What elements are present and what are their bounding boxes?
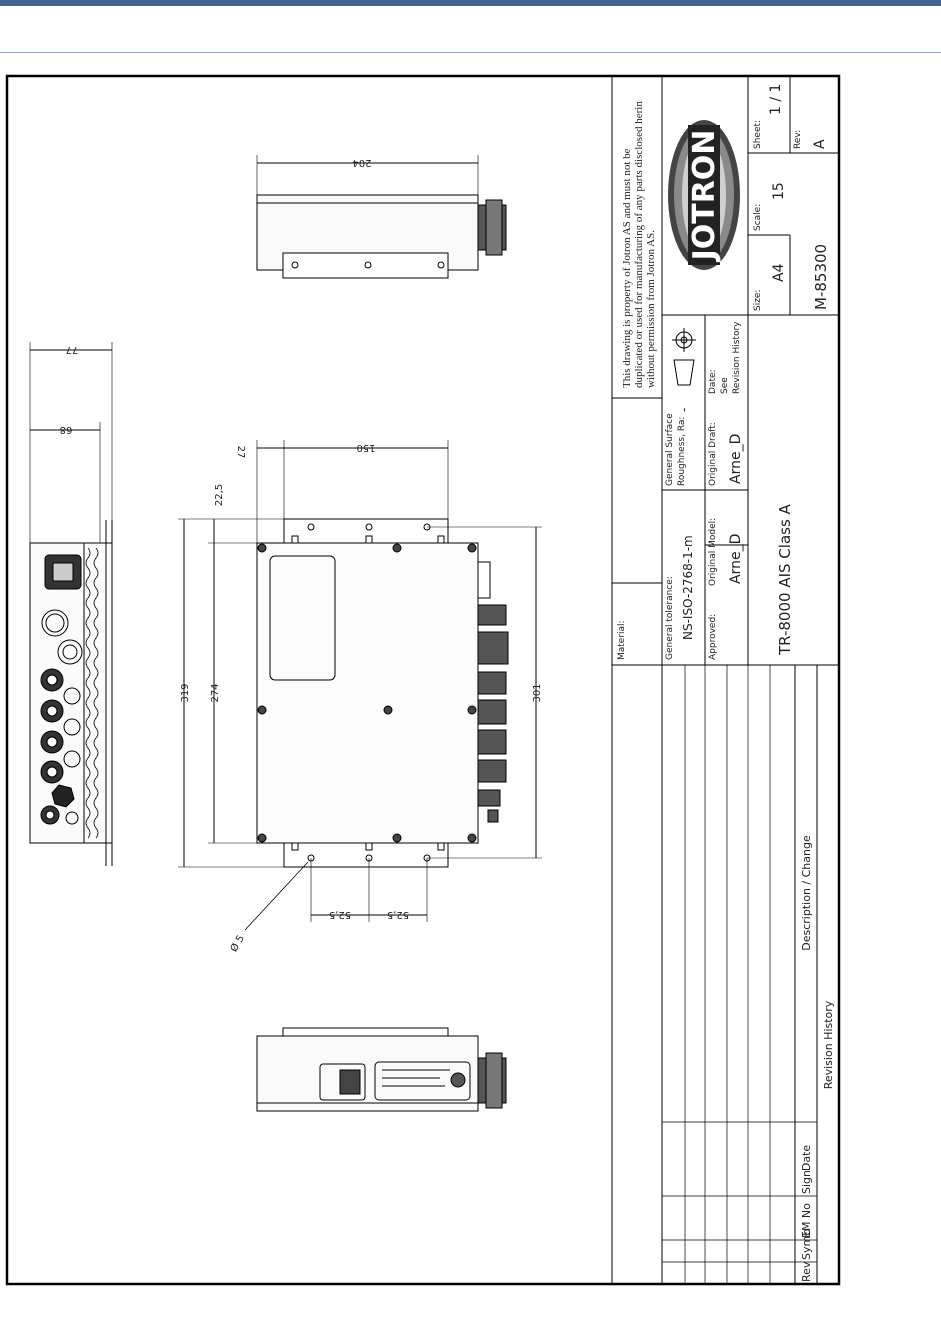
dim-27-label: 27 <box>235 446 246 459</box>
dimension-68: 68 <box>30 422 101 543</box>
col-sign: Sign <box>800 1170 813 1194</box>
scale-label: Scale: <box>753 204 763 231</box>
dimension-27: 27 <box>235 440 285 543</box>
dim-204-label: 204 <box>352 157 371 168</box>
dimension-274: 274 <box>208 542 257 844</box>
size-value: A4 <box>771 263 787 282</box>
surface-label: General Surface <box>665 413 675 486</box>
surface-value: - <box>677 408 691 412</box>
notice-line-3: without permission from Jotron AS. <box>645 230 657 388</box>
hole-diameter-label: Ø 5 <box>228 933 247 954</box>
model-value: Arne_D <box>728 534 744 584</box>
hole-callout: Ø 5 <box>228 861 309 954</box>
dim-319-label: 319 <box>180 683 191 702</box>
dim-77-label: 77 <box>66 344 79 355</box>
dim-274-label: 274 <box>210 683 221 702</box>
sheet-value: 1 / 1 <box>768 84 784 115</box>
date-value-2: Revision History <box>732 321 742 394</box>
dimension-150: 150 <box>284 440 449 519</box>
tolerance-value: NS-ISO-2768-1-m <box>681 535 695 640</box>
jotron-logo-icon: JOTRON <box>668 120 740 270</box>
material-label: Material: <box>617 620 627 660</box>
dim-150-label: 150 <box>356 442 375 453</box>
col-date: Date <box>800 1145 813 1172</box>
view-bottom-side <box>256 1027 507 1112</box>
col-rev: Rev <box>800 1261 813 1282</box>
fins <box>85 547 99 839</box>
col-description: Description / Change <box>800 835 813 951</box>
dim-68-label: 68 <box>60 424 73 435</box>
col-em-no: EM No <box>800 1203 813 1238</box>
view-top-side <box>256 194 507 279</box>
header-bar <box>0 0 941 6</box>
tolerance-label: General tolerance: <box>665 576 675 660</box>
revision-history-title: Revision History <box>822 1000 835 1089</box>
logo-text: JOTRON <box>687 130 722 263</box>
date-label: Date: <box>708 369 718 394</box>
draft-value: Arne_D <box>728 434 744 484</box>
notice-line-2: duplicated or used for manufacturing of … <box>633 101 645 388</box>
dim-22-5-label: 22,5 <box>214 484 225 506</box>
draft-label: Original Draft: <box>708 422 718 486</box>
dimension-22-5: 22,5 <box>213 484 225 543</box>
title-block <box>611 75 840 1285</box>
surface-label-2: Roughness, Ra: <box>677 417 687 486</box>
dimension-204: 204 <box>256 155 479 200</box>
drawing-number: M-85300 <box>812 244 830 310</box>
col-symb: Symb <box>800 1229 813 1260</box>
projection-symbol-icon <box>672 328 696 386</box>
header-divider <box>0 52 941 53</box>
dimension-77: 77 <box>29 342 113 543</box>
dimension-319: 319 <box>178 518 284 868</box>
view-front <box>256 518 509 868</box>
sheet-label: Sheet: <box>753 120 763 149</box>
rev-value: A <box>812 139 828 149</box>
model-label: Original Model: <box>708 518 718 586</box>
view-end-connectors <box>29 520 113 866</box>
size-label: Size: <box>753 289 763 311</box>
drawing-title: TR-8000 AIS Class A <box>776 503 794 656</box>
dim-301-label: 301 <box>532 683 543 702</box>
dim-52-5-left-label: 52,5 <box>329 909 351 920</box>
approved-label: Approved: <box>708 614 718 660</box>
dimension-301: 301 <box>427 526 543 859</box>
notice-line-1: This drawing is property of Jotron AS an… <box>621 148 633 388</box>
dim-52-5-right-label: 52,5 <box>387 909 409 920</box>
rev-label: Rev: <box>793 130 803 149</box>
scale-value: 15 <box>771 182 787 200</box>
date-value-1: See <box>720 377 730 394</box>
dimension-52-5: 52,5 52,5 <box>310 858 428 922</box>
